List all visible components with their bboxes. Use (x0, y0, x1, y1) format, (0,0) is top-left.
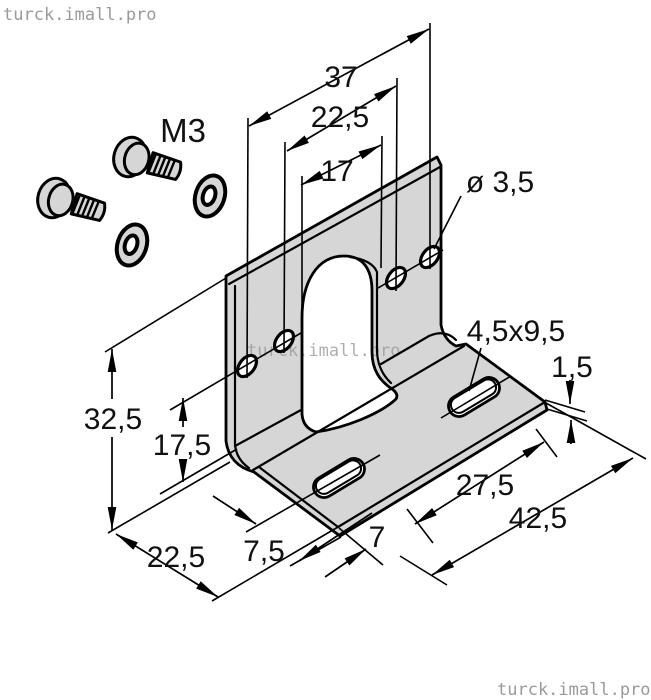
dimline-cutout-width (300, 144, 382, 186)
dim-slot-size: 4,5x9,5 (467, 315, 565, 348)
cutout-hole-fill (302, 256, 397, 432)
dim-slot-offset-left: 7,5 (243, 535, 285, 568)
dim-slot-spacing: 27,5 (456, 469, 514, 502)
bend-crease-right (379, 332, 458, 366)
dimline-base-depth (115, 533, 219, 598)
ext-stub-baselength-left (399, 555, 448, 586)
bracket-body-fill (226, 157, 547, 536)
washer-2 (114, 222, 150, 268)
ext-stub-thickness-top (544, 399, 586, 413)
ext-line-height-bottom (107, 461, 231, 534)
dim-height: 32,5 (84, 403, 142, 436)
dim-slot-offset-front: 7 (369, 521, 386, 554)
dim-overall-width: 37 (324, 61, 357, 94)
cutout-hole-outline (300, 254, 399, 434)
ext-line-height-top (104, 277, 227, 353)
screw-2 (36, 176, 107, 222)
ext-line-baselength-right (545, 402, 647, 460)
bracket-left-edge-line (233, 284, 251, 470)
bend-crease-left (233, 408, 303, 448)
ext-line-holerow-bottom (159, 448, 238, 495)
ext-line-cutout-right (380, 135, 383, 269)
dim-hole-diameter: ø 3,5 (466, 166, 534, 199)
hole-axis-line-right (377, 249, 444, 289)
ext-line-hole3 (395, 77, 398, 292)
leader-slot-size (468, 347, 482, 392)
dim-cutout-width: 17 (320, 155, 353, 188)
washer-1 (192, 173, 228, 219)
dim-hole-spacing: 22,5 (311, 101, 369, 134)
ext-line-depth-front (211, 526, 339, 602)
watermark-bottom-right: turck.imall.pro (497, 680, 651, 700)
slot-centerline-rear (440, 375, 512, 419)
cutout-thickness-line (348, 255, 393, 385)
ext-stub-slotspacing-left (406, 508, 434, 544)
dimline-slot-offset-left-a (212, 495, 257, 525)
dimline-overall-width (248, 28, 430, 127)
ext-line-front-corner (338, 527, 384, 566)
watermark-top-left: turck.imall.pro (3, 5, 157, 25)
ext-stub-slotspacing-right (535, 428, 558, 458)
screw-1 (112, 135, 183, 181)
bracket-outline (224, 155, 549, 538)
screw-size-label: M3 (160, 112, 206, 149)
dimline-slot-offset-front (324, 548, 367, 578)
dim-material-thickness: 1,5 (551, 351, 593, 384)
leader-hole-diameter (433, 195, 462, 250)
slot-centerline-front (245, 454, 381, 533)
dimline-base-length (431, 457, 634, 576)
dimline-slot-offset-left-b (298, 512, 373, 562)
ext-line-hole1 (246, 117, 249, 379)
ext-line-hole2 (283, 141, 286, 354)
dim-base-depth: 22,5 (147, 541, 205, 574)
base-back-edge (251, 344, 466, 472)
dim-hole-row-height: 17,5 (153, 429, 211, 462)
base-left-edge (257, 465, 340, 529)
dimline-hole-spacing (286, 85, 397, 152)
dim-base-length: 42,5 (509, 502, 567, 535)
hole-axis-line-left (169, 332, 302, 411)
bracket-top-edge-line (227, 165, 442, 286)
ext-stub-thickness-bottom (546, 408, 588, 422)
